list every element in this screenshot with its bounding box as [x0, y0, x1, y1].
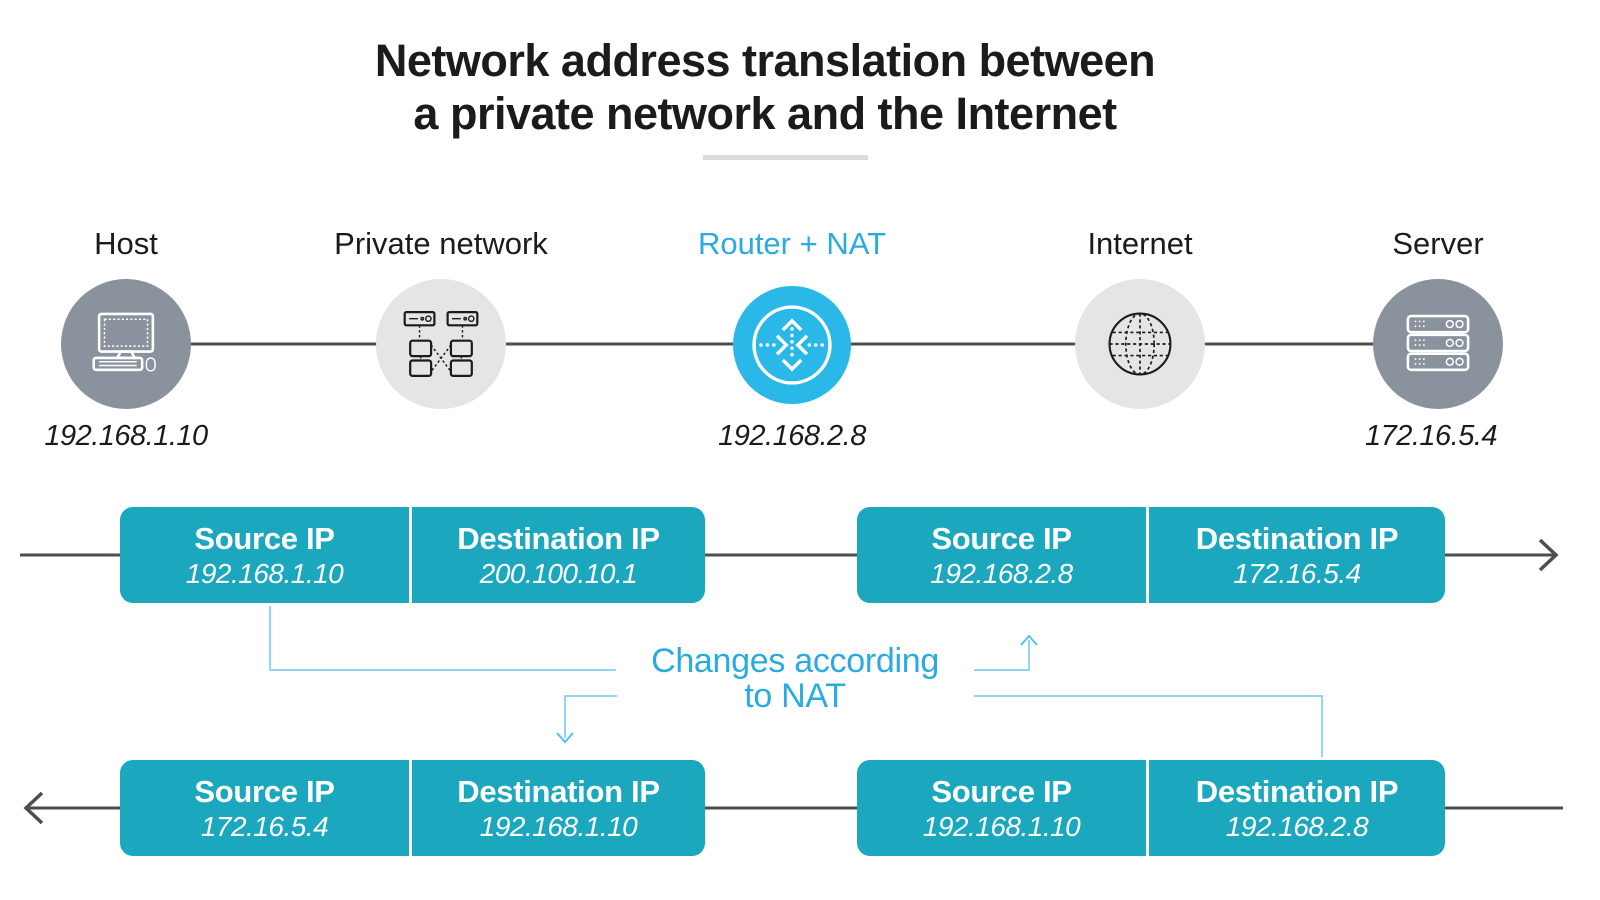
network-icon — [403, 311, 479, 377]
destination-ip-label: Destination IP — [457, 520, 660, 556]
connector-top-right — [974, 640, 1030, 671]
title-line-1: Network address translation between — [374, 35, 1156, 86]
source-ip-value: 192.168.2.8 — [930, 557, 1073, 589]
destination-ip-cell: Destination IP 192.168.1.10 — [412, 760, 705, 856]
source-ip-value: 172.16.5.4 — [200, 810, 329, 842]
cell-divider — [1146, 760, 1149, 856]
cell-divider — [409, 760, 412, 856]
private-network-node — [376, 279, 506, 409]
packet-bottom-left: Source IP 172.16.5.4 Destination IP 192.… — [120, 760, 705, 856]
title-line-2: a private network and the Internet — [413, 88, 1117, 139]
globe-icon — [1108, 312, 1172, 376]
source-ip-label: Source IP — [194, 520, 335, 556]
cell-divider — [409, 507, 412, 603]
annotation-line-1: Changes according — [651, 642, 939, 680]
connector-bottom-left — [564, 695, 617, 738]
packet-bottom-right: Source IP 192.168.1.10 Destination IP 19… — [857, 760, 1445, 856]
source-ip-label: Source IP — [931, 773, 1072, 809]
node-label-server: Server — [1392, 226, 1484, 261]
destination-ip-cell: Destination IP 200.100.10.1 — [412, 507, 705, 603]
nat-annotation: Changes according to NAT — [570, 644, 1020, 714]
destination-ip-value: 192.168.1.10 — [479, 810, 638, 842]
arrow-down-icon — [556, 732, 574, 744]
title-underline — [703, 155, 868, 160]
destination-ip-label: Destination IP — [1195, 773, 1399, 809]
source-ip-cell: Source IP 192.168.2.8 — [857, 507, 1146, 603]
router-nat-node — [733, 286, 851, 404]
host-ip: 192.168.1.10 — [44, 420, 208, 452]
source-ip-value: 192.168.1.10 — [185, 557, 344, 589]
source-ip-cell: Source IP 192.168.1.10 — [857, 760, 1146, 856]
arrow-up-icon — [1020, 634, 1038, 646]
annotation-line-2: to NAT — [744, 677, 846, 715]
server-icon — [1406, 314, 1470, 372]
router-ip: 192.168.2.8 — [718, 420, 866, 452]
destination-ip-label: Destination IP — [1195, 520, 1399, 556]
host-node — [61, 279, 191, 409]
source-ip-value: 192.168.1.10 — [922, 810, 1081, 842]
source-ip-label: Source IP — [194, 773, 335, 809]
server-ip: 172.16.5.4 — [1364, 420, 1498, 452]
internet-node — [1075, 279, 1205, 409]
connector-top-left — [269, 606, 616, 671]
router-icon — [752, 305, 832, 385]
source-ip-cell: Source IP 172.16.5.4 — [120, 760, 409, 856]
connector-bottom-right — [974, 695, 1323, 757]
source-ip-label: Source IP — [931, 520, 1072, 556]
destination-ip-value: 200.100.10.1 — [479, 557, 638, 589]
packet-top-left: Source IP 192.168.1.10 Destination IP 20… — [120, 507, 705, 603]
packet-top-right: Source IP 192.168.2.8 Destination IP 172… — [857, 507, 1445, 603]
node-label-router-nat: Router + NAT — [697, 226, 887, 261]
destination-ip-value: 172.16.5.4 — [1233, 557, 1361, 589]
destination-ip-cell: Destination IP 192.168.2.8 — [1149, 760, 1445, 856]
page-title: Network address translation between a pr… — [0, 34, 1530, 140]
source-ip-cell: Source IP 192.168.1.10 — [120, 507, 409, 603]
destination-ip-cell: Destination IP 172.16.5.4 — [1149, 507, 1445, 603]
server-node — [1373, 279, 1503, 409]
arrow-right-icon — [1538, 538, 1559, 572]
cell-divider — [1146, 507, 1149, 603]
destination-ip-value: 192.168.2.8 — [1225, 810, 1369, 842]
destination-ip-label: Destination IP — [457, 773, 660, 809]
arrow-left-icon — [23, 791, 44, 825]
computer-icon — [92, 312, 156, 372]
node-label-host: Host — [94, 226, 158, 261]
node-label-private-network: Private network — [334, 226, 548, 261]
node-label-internet: Internet — [1087, 226, 1193, 261]
